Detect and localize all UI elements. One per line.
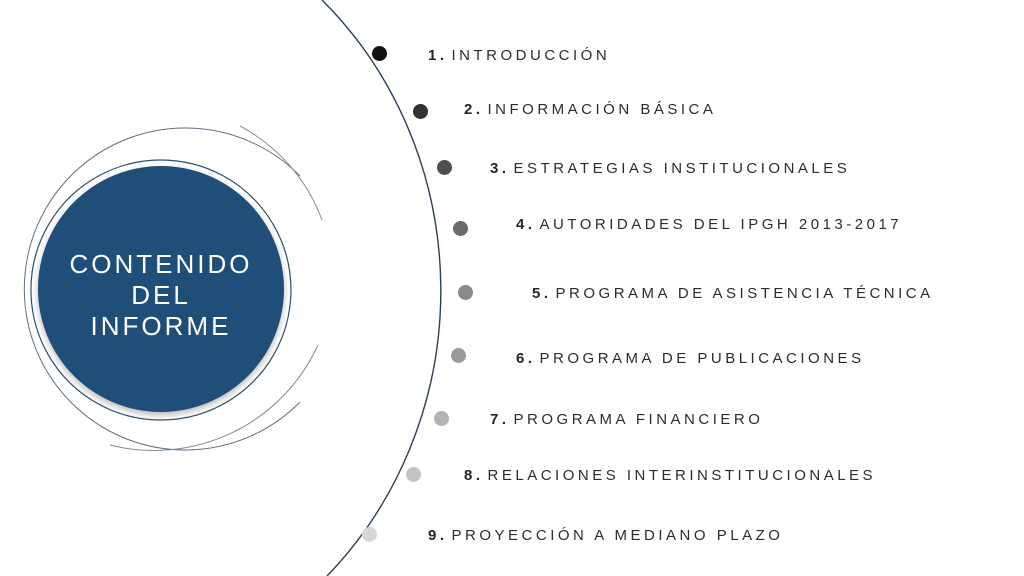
- agenda-item-number: 4.: [516, 216, 536, 233]
- timeline-dot-5: [458, 285, 473, 300]
- timeline-dot-9: [362, 527, 377, 542]
- title-circle: [38, 166, 284, 412]
- agenda-item-3: 3.ESTRATEGIAS INSTITUCIONALES: [490, 157, 850, 181]
- outer-ring-arc-right: [239, 125, 323, 221]
- agenda-item-8: 8.RELACIONES INTERINSTITUCIONALES: [464, 464, 876, 488]
- agenda-item-number: 2.: [464, 101, 484, 118]
- agenda-item-5: 5.PROGRAMA DE ASISTENCIA TÉCNICA: [532, 282, 934, 306]
- agenda-item-number: 7.: [490, 411, 510, 428]
- agenda-item-6: 6.PROGRAMA DE PUBLICACIONES: [516, 347, 865, 371]
- agenda-item-1: 1.INTRODUCCIÓN: [428, 44, 610, 68]
- agenda-item-label: ESTRATEGIAS INSTITUCIONALES: [513, 160, 851, 177]
- agenda-item-number: 5.: [532, 285, 552, 302]
- agenda-item-number: 3.: [490, 160, 510, 177]
- agenda-item-number: 9.: [428, 527, 448, 544]
- timeline-dot-6: [451, 348, 466, 363]
- timeline-dot-4: [453, 221, 468, 236]
- agenda-item-label: INTRODUCCIÓN: [451, 47, 611, 64]
- agenda-item-7: 7.PROGRAMA FINANCIERO: [490, 408, 763, 432]
- inner-ring: [30, 159, 292, 421]
- agenda-item-number: 6.: [516, 350, 536, 367]
- agenda-item-label: PROYECCIÓN A MEDIANO PLAZO: [451, 527, 784, 544]
- agenda-item-label: PROGRAMA DE PUBLICACIONES: [539, 350, 865, 367]
- agenda-item-label: PROGRAMA FINANCIERO: [513, 411, 764, 428]
- agenda-item-9: 9.PROYECCIÓN A MEDIANO PLAZO: [428, 524, 783, 548]
- agenda-item-2: 2.INFORMACIÓN BÁSICA: [464, 98, 716, 122]
- agenda-item-number: 8.: [464, 467, 484, 484]
- title-line-2: DEL: [131, 280, 191, 310]
- agenda-item-label: AUTORIDADES DEL IPGH 2013-2017: [539, 216, 903, 233]
- agenda-item-number: 1.: [428, 47, 448, 64]
- outer-ring-arc: [23, 127, 301, 451]
- slide-title: CONTENIDO DEL INFORME: [38, 249, 284, 342]
- timeline-arc: [321, 0, 442, 576]
- timeline-dot-1: [372, 46, 387, 61]
- title-line-3: INFORME: [90, 311, 232, 341]
- agenda-item-4: 4.AUTORIDADES DEL IPGH 2013-2017: [516, 213, 902, 237]
- title-line-1: CONTENIDO: [69, 249, 253, 279]
- agenda-item-label: PROGRAMA DE ASISTENCIA TÉCNICA: [555, 285, 934, 302]
- agenda-item-label: INFORMACIÓN BÁSICA: [487, 101, 717, 118]
- timeline-dot-2: [413, 104, 428, 119]
- lower-ring-arc: [109, 344, 319, 451]
- timeline-dot-3: [437, 160, 452, 175]
- timeline-dot-8: [406, 467, 421, 482]
- agenda-item-label: RELACIONES INTERINSTITUCIONALES: [487, 467, 877, 484]
- timeline-dot-7: [434, 411, 449, 426]
